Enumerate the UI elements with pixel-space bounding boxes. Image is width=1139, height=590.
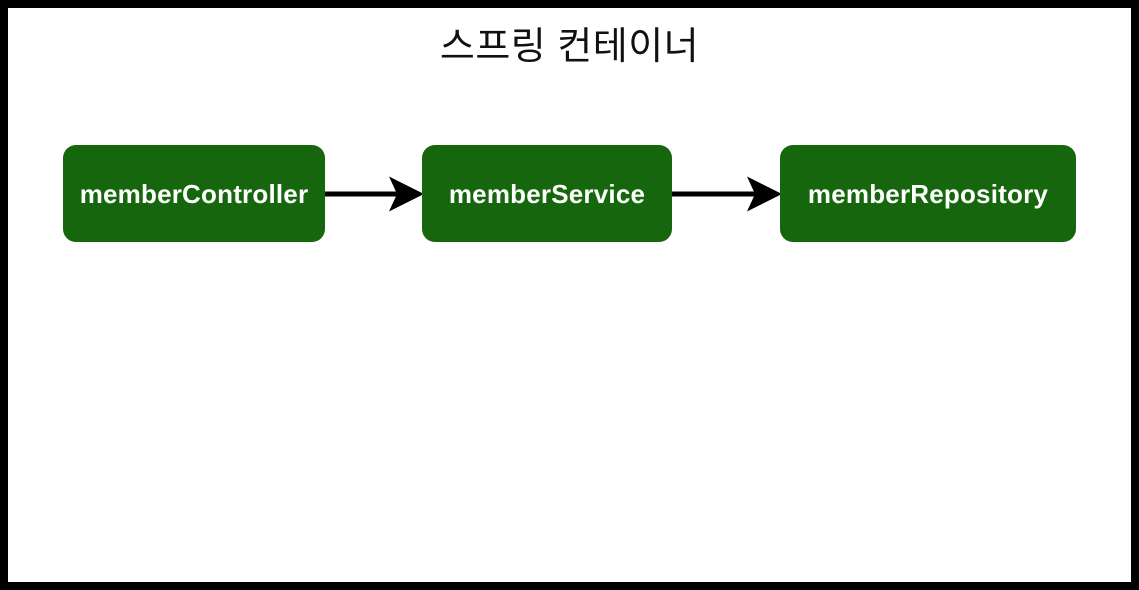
node-label: memberController	[79, 178, 309, 209]
arrow-service-to-repository	[672, 176, 783, 212]
node-member-controller[interactable]: memberController	[63, 145, 325, 242]
node-member-service[interactable]: memberService	[422, 145, 672, 242]
node-label: memberRepository	[807, 178, 1049, 209]
node-member-repository[interactable]: memberRepository	[780, 145, 1076, 242]
diagram-title: 스프링 컨테이너	[439, 26, 700, 68]
node-label: memberService	[448, 178, 646, 209]
arrow-controller-to-service	[325, 176, 425, 212]
